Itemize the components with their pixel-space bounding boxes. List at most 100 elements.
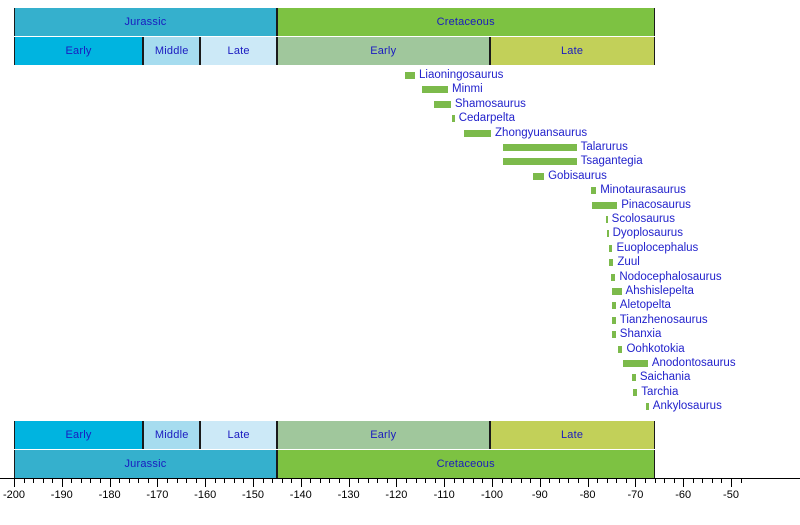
taxon-range-bar[interactable]	[610, 273, 616, 281]
taxon-row[interactable]: Cedarpelta	[0, 111, 800, 125]
taxon-label: Zhongyuansaurus	[495, 126, 588, 139]
epoch-middle[interactable]: Middle	[143, 37, 201, 65]
taxon-row[interactable]: Scolosaurus	[0, 212, 800, 226]
taxon-row[interactable]: Oohkotokia	[0, 342, 800, 356]
taxon-range-bar[interactable]	[451, 115, 455, 123]
axis-line	[0, 478, 800, 479]
taxon-row[interactable]: Anodontosaurus	[0, 356, 800, 370]
taxon-row[interactable]: Tsagantegia	[0, 154, 800, 168]
taxon-label: Euoplocephalus	[616, 241, 699, 254]
taxon-range-bar[interactable]	[618, 345, 623, 353]
taxon-range-bar[interactable]	[632, 374, 636, 382]
axis-tick-major	[635, 478, 637, 487]
taxon-range-bar[interactable]	[645, 403, 649, 411]
taxon-row[interactable]: Ahshislepelta	[0, 284, 800, 298]
taxon-row[interactable]: Tarchia	[0, 385, 800, 399]
axis-tick-major	[444, 478, 446, 487]
epoch-early[interactable]: Early	[14, 421, 144, 449]
taxon-row[interactable]: Shanxia	[0, 327, 800, 341]
axis-tick-label: -60	[675, 489, 692, 501]
axis-tick-minor	[654, 478, 656, 483]
taxon-range-bar[interactable]	[622, 360, 648, 367]
taxon-row[interactable]: Euoplocephalus	[0, 241, 800, 255]
taxon-row[interactable]: Zhongyuansaurus	[0, 126, 800, 140]
taxon-row[interactable]: Aletopelta	[0, 298, 800, 312]
epoch-late[interactable]: Late	[200, 421, 277, 449]
axis-tick-minor	[501, 478, 503, 483]
epoch-late[interactable]: Late	[200, 37, 277, 65]
axis-tick-major	[731, 478, 732, 487]
epoch-label: Early	[370, 428, 397, 441]
axis-tick-minor	[530, 478, 532, 483]
axis-tick-minor	[702, 478, 704, 483]
taxon-range-bar[interactable]	[608, 244, 613, 252]
axis-tick-minor	[463, 478, 465, 483]
taxon-row[interactable]: Zuul	[0, 255, 800, 269]
axis-tick-minor	[377, 478, 379, 483]
axis-tick-minor	[243, 478, 245, 483]
axis-tick-minor	[224, 478, 226, 483]
taxon-range-bar[interactable]	[633, 388, 638, 396]
taxon-label: Shanxia	[619, 328, 662, 341]
axis-tick-major	[492, 478, 493, 487]
axis-tick-major	[205, 478, 207, 487]
taxon-range-bar[interactable]	[605, 216, 609, 223]
axis-tick-major	[109, 478, 111, 487]
taxon-row[interactable]: Tianzhenosaurus	[0, 313, 800, 327]
taxon-row[interactable]: Shamosaurus	[0, 97, 800, 111]
taxon-row[interactable]: Talarurus	[0, 140, 800, 154]
axis-tick-minor	[100, 478, 102, 483]
period-jurassic[interactable]: Jurassic	[14, 8, 277, 36]
taxon-label: Saichania	[639, 371, 691, 384]
taxon-row[interactable]: Nodocephalosaurus	[0, 270, 800, 284]
axis-tick-label: -150	[241, 489, 265, 501]
taxon-range-bar[interactable]	[533, 172, 545, 180]
taxon-range-bar[interactable]	[463, 129, 492, 137]
taxon-range-bar[interactable]	[421, 86, 448, 94]
axis-tick-major	[396, 478, 398, 487]
axis-tick-minor	[511, 478, 513, 483]
taxon-range-bar[interactable]	[591, 187, 597, 195]
axis-tick-major	[61, 478, 63, 487]
taxon-row[interactable]: Ankylosaurus	[0, 399, 800, 413]
epoch-early[interactable]: Early	[276, 37, 490, 65]
axis-tick-minor	[329, 478, 331, 483]
taxon-range-bar[interactable]	[612, 331, 616, 339]
taxon-range-bar[interactable]	[612, 288, 622, 295]
period-cretaceous[interactable]: Cretaceous	[276, 450, 655, 478]
taxon-row[interactable]: Pinacosaurus	[0, 198, 800, 212]
taxon-row[interactable]: Liaoningosaurus	[0, 68, 800, 82]
taxon-range-bar[interactable]	[433, 100, 451, 108]
taxon-range-bar[interactable]	[591, 201, 618, 209]
taxon-row[interactable]: Dyoplosaurus	[0, 226, 800, 240]
epoch-label: Late	[227, 428, 250, 441]
taxon-range-bar[interactable]	[612, 316, 616, 324]
taxon-row[interactable]: Gobisaurus	[0, 169, 800, 183]
taxon-range-bar[interactable]	[612, 302, 616, 310]
taxon-row[interactable]: Saichania	[0, 370, 800, 384]
taxon-label: Tarchia	[641, 385, 679, 398]
axis-tick-minor	[233, 478, 235, 483]
taxon-row[interactable]: Minmi	[0, 82, 800, 96]
taxon-row[interactable]: Minotaurasaurus	[0, 183, 800, 197]
taxon-range-bar[interactable]	[503, 158, 577, 166]
period-jurassic[interactable]: Jurassic	[14, 450, 277, 478]
epoch-early[interactable]: Early	[276, 421, 490, 449]
epoch-middle[interactable]: Middle	[143, 421, 201, 449]
epoch-late[interactable]: Late	[489, 421, 655, 449]
taxon-range-bar[interactable]	[608, 259, 614, 267]
epoch-early[interactable]: Early	[14, 37, 144, 65]
taxon-range-bar[interactable]	[405, 72, 416, 79]
period-cretaceous[interactable]: Cretaceous	[276, 8, 655, 36]
taxon-label: Tsagantegia	[580, 155, 643, 168]
taxon-label: Nodocephalosaurus	[619, 270, 722, 283]
epoch-late[interactable]: Late	[489, 37, 655, 65]
taxon-range-bar[interactable]	[606, 230, 610, 238]
taxon-label: Cedarpelta	[458, 112, 515, 125]
taxon-range-bar[interactable]	[503, 144, 577, 151]
axis-tick-minor	[71, 478, 73, 483]
axis-tick-minor	[692, 478, 694, 483]
taxon-label: Ankylosaurus	[652, 400, 722, 413]
